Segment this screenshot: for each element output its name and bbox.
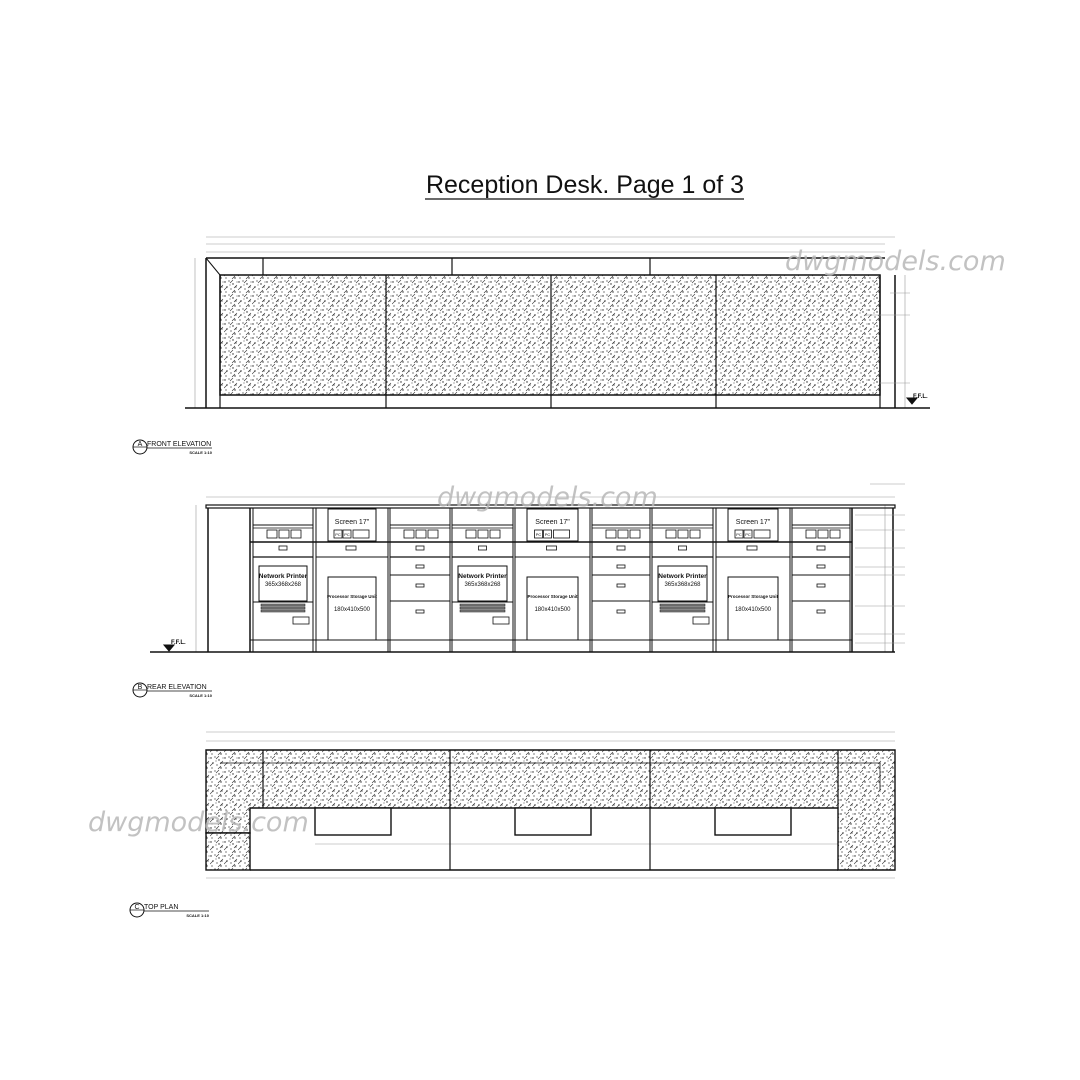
socket-icon: [829, 529, 841, 539]
socket-icon: [290, 529, 302, 539]
cabinet-module-printer: Network Printer 365x368x268: [651, 508, 714, 652]
socket-icon: [292, 616, 310, 625]
handle-icon: [816, 545, 826, 551]
screen-label: Screen 17": [335, 519, 370, 526]
socket-icon: [689, 529, 701, 539]
view-title: FRONT ELEVATION: [147, 441, 211, 448]
socket-icon: [415, 529, 427, 539]
printer-label: Network Printer: [259, 573, 308, 580]
printer-size-label: 365x368x268: [664, 582, 701, 588]
pc-socket-label: PC: [736, 532, 742, 537]
pc-socket-label: PC: [335, 532, 341, 537]
handle-icon: [616, 609, 626, 614]
cabinet-module-drawers: [791, 508, 851, 652]
storage-size-label: 180x410x500: [534, 607, 571, 613]
socket-icon: [805, 529, 817, 539]
socket-icon: [489, 529, 501, 539]
dimension-lines: [194, 236, 906, 408]
drawing-title: Reception Desk. Page 1 of 3: [425, 171, 744, 200]
handle-icon: [616, 545, 626, 551]
socket-icon: [677, 529, 689, 539]
handle-icon: [415, 583, 425, 588]
handle-icon: [415, 564, 425, 569]
storage-size-label: 180x410x500: [735, 607, 772, 613]
cabinet-module-drawers: [591, 508, 651, 652]
printer-label: Network Printer: [458, 573, 507, 580]
storage-label: Processor Storage Unit: [527, 594, 578, 599]
leader-lines: [865, 292, 910, 384]
handle-icon: [816, 583, 826, 588]
printer-label: Network Printer: [658, 573, 707, 580]
socket-icon: [692, 616, 710, 625]
socket-icon: [492, 616, 510, 625]
socket-icon: [427, 529, 439, 539]
view-marker: B: [138, 684, 143, 691]
storage-label: Processor Storage Unit: [728, 594, 779, 599]
storage-size-label: 180x410x500: [334, 607, 371, 613]
handle-icon: [616, 564, 626, 569]
view-marker: C: [134, 904, 139, 911]
socket-icon: [617, 529, 629, 539]
handle-icon: [546, 545, 557, 551]
dimension-lines: [195, 496, 895, 652]
socket-icon: [817, 529, 829, 539]
socket-icon: [278, 529, 290, 539]
screen-label: Screen 17": [535, 519, 570, 526]
svg-text:F.F.L.: F.F.L.: [913, 394, 928, 400]
socket-icon: [665, 529, 677, 539]
view-marker: A: [138, 441, 143, 448]
view-title: TOP PLAN: [144, 904, 178, 911]
handle-icon: [415, 545, 425, 551]
watermark: dwgmodels.com: [88, 807, 309, 838]
watermark: dwgmodels.com: [785, 246, 1006, 277]
leader-lines: [855, 483, 905, 644]
socket-icon: [403, 529, 415, 539]
printer-size-label: 365x368x268: [464, 582, 501, 588]
socket-icon: [465, 529, 477, 539]
view-label-front-elevation: A FRONT ELEVATION SCALE 1:10: [132, 439, 213, 455]
pc-socket-label: PC: [745, 532, 751, 537]
cabinet-module-printer: Network Printer 365x368x268: [451, 508, 514, 652]
pc-socket-label: PC: [344, 532, 350, 537]
printer-size-label: 365x368x268: [265, 582, 302, 588]
view-label-rear-elevation: B REAR ELEVATION SCALE 1:10: [132, 682, 213, 698]
view-scale: SCALE 1:10: [186, 913, 209, 918]
floor-level-marker-icon: [905, 397, 919, 405]
svg-text:F.F.L.: F.F.L.: [171, 640, 186, 646]
handle-icon: [746, 545, 758, 551]
handle-icon: [678, 545, 687, 551]
storage-label: Processor Storage Unit: [327, 594, 378, 599]
svg-text:Reception Desk. Page 1 of 3: Reception Desk. Page 1 of 3: [426, 171, 744, 199]
handle-icon: [478, 545, 487, 551]
socket-icon: [605, 529, 617, 539]
socket-icon: [266, 529, 278, 539]
front-elevation: F.F.L.: [185, 236, 930, 409]
cabinet-module-printer: Network Printer 365x368x268: [252, 508, 314, 652]
handle-icon: [345, 545, 357, 551]
view-title: REAR ELEVATION: [147, 684, 207, 691]
dimension-lines: [206, 731, 895, 879]
handle-icon: [816, 609, 826, 614]
pc-socket-label: PC: [536, 532, 542, 537]
top-plan: [205, 731, 896, 879]
handle-icon: [816, 564, 826, 569]
watermark: dwgmodels.com: [437, 482, 658, 513]
handle-icon: [278, 545, 288, 551]
socket-icon: [477, 529, 489, 539]
handle-icon: [415, 609, 425, 614]
view-scale: SCALE 1:10: [189, 693, 212, 698]
socket-icon: [629, 529, 641, 539]
view-scale: SCALE 1:10: [189, 450, 212, 455]
pc-socket-label: PC: [545, 532, 551, 537]
screen-label: Screen 17": [736, 519, 771, 526]
cabinet-module-drawers: [389, 508, 451, 652]
floor-level-marker-icon: [162, 644, 176, 652]
handle-icon: [616, 583, 626, 588]
view-label-top-plan: C TOP PLAN SCALE 1:10: [129, 902, 210, 918]
